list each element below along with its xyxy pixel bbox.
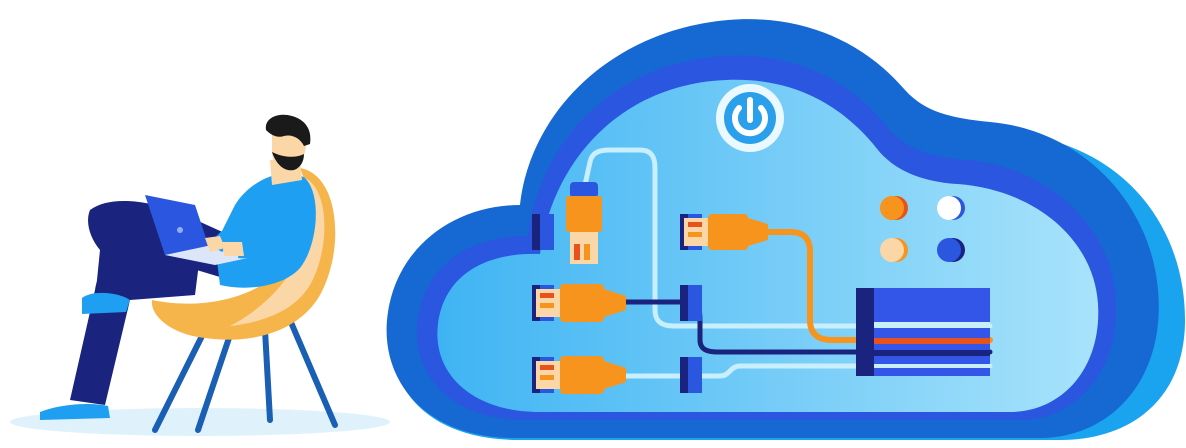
person — [40, 114, 316, 420]
person-head — [265, 114, 311, 171]
laptop — [145, 195, 262, 265]
person-hand-back — [205, 236, 225, 252]
switch-panel — [856, 288, 990, 376]
laptop-base — [165, 245, 262, 265]
power-button — [716, 84, 784, 152]
person-hand-front — [222, 242, 244, 256]
plug-row3-left — [536, 356, 626, 394]
plug-row1-right — [684, 214, 768, 250]
person-shoe-back — [40, 404, 110, 420]
person-shoe-front — [82, 292, 130, 314]
plug-vertical — [566, 182, 602, 264]
chair — [151, 168, 338, 433]
cable-orange — [762, 229, 993, 343]
power-icon — [732, 97, 768, 137]
plug-row2-left — [536, 284, 626, 322]
chair-shell-highlight — [230, 178, 325, 326]
cable-light-bottom — [619, 363, 993, 379]
status-lights — [880, 196, 965, 262]
cable-light-top — [582, 147, 993, 329]
person-arm-front — [238, 225, 292, 259]
